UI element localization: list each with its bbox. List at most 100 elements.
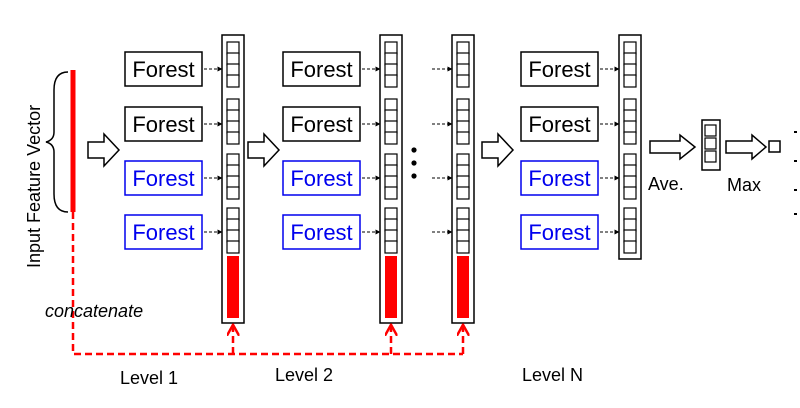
vector-cell <box>623 109 637 123</box>
forest-box-random <box>124 214 203 250</box>
vector-cell <box>623 175 637 189</box>
vector-cell <box>226 52 240 66</box>
level-label: Level 1 <box>120 368 178 388</box>
vector-cell <box>456 229 470 243</box>
forest-label: Forest <box>290 57 352 82</box>
average-cell <box>704 137 717 150</box>
vector-cell <box>384 186 398 200</box>
vector-cell <box>456 41 470 55</box>
vector-cell <box>226 175 240 189</box>
vector-cell <box>623 74 637 88</box>
flow-arrow <box>481 132 515 168</box>
vector-cell <box>456 98 470 112</box>
vector-cell <box>456 131 470 145</box>
vector-cell <box>384 41 398 55</box>
vector-cell <box>456 164 470 178</box>
vector-cell <box>384 63 398 77</box>
vector-cell <box>384 52 398 66</box>
level-2-forests: Forest Forest Forest Forest <box>282 51 361 250</box>
vector-cell <box>456 218 470 232</box>
flow-arrow <box>247 132 281 168</box>
vector-cell <box>226 120 240 134</box>
vector-cell <box>623 164 637 178</box>
vector-cell <box>623 207 637 221</box>
vector-cell <box>384 164 398 178</box>
forest-box <box>520 51 599 87</box>
vector-cell <box>456 74 470 88</box>
ellipsis-dots <box>411 147 417 179</box>
vector-cell <box>623 229 637 243</box>
vector-cell <box>384 74 398 88</box>
vector-cell <box>456 52 470 66</box>
vector-cell <box>456 207 470 221</box>
vector-cell <box>456 109 470 123</box>
vector-cell <box>456 186 470 200</box>
vector-cell <box>226 229 240 243</box>
vector-cell <box>384 98 398 112</box>
forest-label: Forest <box>528 57 590 82</box>
vector-cell <box>226 218 240 232</box>
vector-cell <box>226 186 240 200</box>
average-cell <box>704 150 717 163</box>
concat-main-line <box>71 212 463 356</box>
forest-box-random <box>282 214 361 250</box>
vector-cell <box>623 41 637 55</box>
vector-cell <box>456 120 470 134</box>
vector-level-n <box>618 34 642 260</box>
vector-cell <box>623 52 637 66</box>
flow-arrow <box>725 133 768 161</box>
vector-cell <box>623 218 637 232</box>
edge-marks <box>794 131 797 215</box>
forest-box-random <box>282 160 361 196</box>
vector-cell <box>456 63 470 77</box>
average-label: Ave. <box>648 174 684 194</box>
forest-label: Forest <box>528 166 590 191</box>
vector-cell <box>623 240 637 254</box>
vector-cells <box>226 41 717 254</box>
vector-cell <box>623 131 637 145</box>
vector-cell <box>226 98 240 112</box>
vector-cell <box>226 240 240 254</box>
forest-box <box>282 106 361 142</box>
level-label: Level N <box>522 365 583 385</box>
forest-label: Forest <box>528 112 590 137</box>
average-cell <box>704 124 717 137</box>
vector-cell <box>456 175 470 189</box>
vector-cell <box>226 131 240 145</box>
level-label: Level 2 <box>275 365 333 385</box>
input-feature-vector-label: Input Feature Vector <box>24 105 44 268</box>
forest-box-random <box>124 160 203 196</box>
vector-cell <box>226 207 240 221</box>
vector-cell <box>384 131 398 145</box>
forest-box <box>124 106 203 142</box>
vector-cell <box>226 74 240 88</box>
concat-feature-bar <box>385 256 397 318</box>
vector-cell <box>384 229 398 243</box>
forest-label: Forest <box>132 166 194 191</box>
vector-cell <box>384 207 398 221</box>
vector-cell <box>226 164 240 178</box>
vector-cell <box>226 109 240 123</box>
forest-label: Forest <box>290 220 352 245</box>
input-feature-vector: Input Feature Vector <box>24 70 76 268</box>
forest-label: Forest <box>132 220 194 245</box>
forest-box-random <box>520 160 599 196</box>
level-n-forests: Forest Forest Forest Forest <box>520 51 599 250</box>
vector-cell <box>226 153 240 167</box>
forest-label: Forest <box>528 220 590 245</box>
vector-cell <box>384 109 398 123</box>
forest-label: Forest <box>290 112 352 137</box>
max-label: Max <box>727 175 761 195</box>
vector-cell <box>623 98 637 112</box>
concatenate-label: concatenate <box>45 301 143 321</box>
vector-cell <box>384 175 398 189</box>
forest-label: Forest <box>132 57 194 82</box>
vector-cell <box>226 63 240 77</box>
vector-cell <box>623 186 637 200</box>
vector-cell <box>456 153 470 167</box>
vector-cell <box>623 63 637 77</box>
level-1-forests: Forest Forest Forest Forest <box>124 51 203 250</box>
forest-box <box>124 51 203 87</box>
concat-lines <box>71 212 463 356</box>
